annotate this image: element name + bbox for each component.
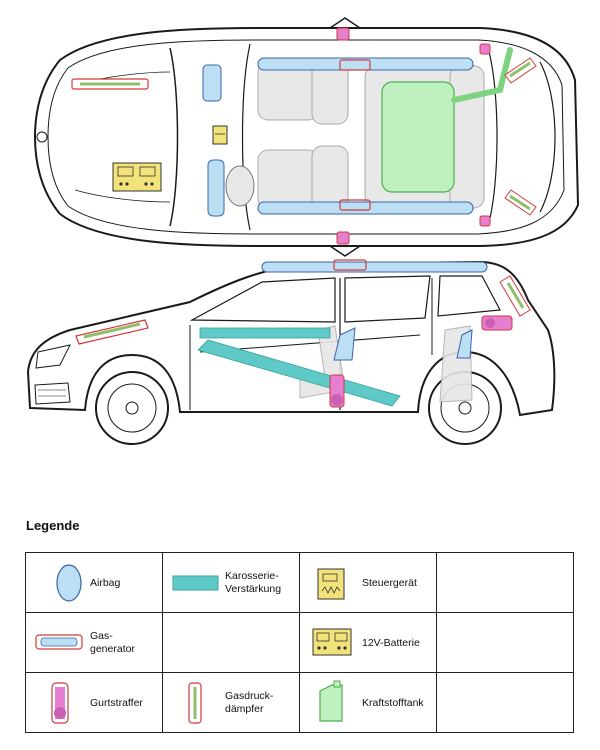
legend-cell-control-unit: Steuergerät [299, 552, 437, 613]
legend-label-fuel-tank: Kraftstofftank [362, 697, 424, 709]
legend-label-gas-damper-1: Gasdruck- [225, 690, 274, 702]
legend-label-battery: 12V-Batterie [362, 637, 420, 649]
legend-cell-body-reinforcement: Karosserie- Verstärkung [162, 552, 300, 613]
fuel-tank-top [381, 47, 513, 193]
reinforcement-icon [172, 575, 219, 591]
legend-label-belt-tensioner: Gurtstraffer [90, 697, 143, 709]
legend-label-body-reinforcement-2: Verstärkung [225, 583, 282, 595]
body-reinforcements-side [197, 327, 401, 407]
legend-cell-empty-4 [436, 672, 574, 733]
legend-cell-battery: 12V-Batterie [299, 612, 437, 673]
legend-title: Legende [26, 518, 80, 533]
airbag-icon [56, 564, 82, 602]
legend-cell-fuel-tank: Kraftstofftank [299, 672, 437, 733]
battery-icon [312, 628, 352, 656]
belt-tensioners-side [329, 315, 513, 408]
legend-label-body-reinforcement-1: Karosserie- [225, 570, 279, 582]
fuel-tank-icon [319, 680, 343, 722]
vehicle-rescue-diagram [26, 17, 580, 445]
control-unit-icon [317, 568, 345, 600]
legend-cell-belt-tensioner: Gurtstraffer [25, 672, 163, 733]
legend-label-control-unit: Steuergerät [362, 577, 417, 589]
legend-table: Airbag Karosserie- Verstärkung Steuerger… [25, 552, 574, 733]
gas-dampers-top [504, 57, 537, 216]
curtain-airbag-top-lower [257, 201, 474, 215]
gas-damper-icon [188, 682, 202, 724]
legend-cell-gas-damper: Gasdruck- dämpfer [162, 672, 300, 733]
gas-generator-icon [35, 634, 83, 650]
legend-label-gas-generator-1: Gas- [90, 630, 113, 642]
front-wheel [95, 371, 169, 445]
legend-cell-airbag: Airbag [25, 552, 163, 613]
car-side-view [26, 259, 556, 445]
control-unit-top [212, 125, 228, 145]
driver-airbag-top [207, 159, 225, 217]
legend-label-airbag: Airbag [90, 577, 121, 589]
belt-tensioner-icon [51, 682, 69, 724]
legend-label-gas-damper-2: dämpfer [225, 703, 264, 715]
curtain-airbag-side [261, 261, 488, 273]
car-top-view [33, 17, 580, 257]
legend-cell-empty-3 [436, 612, 574, 673]
legend-label-gas-generator-2: generator [90, 643, 135, 655]
battery-top [112, 162, 162, 192]
passenger-airbag-top [202, 64, 222, 102]
legend-cell-empty-2 [162, 612, 300, 673]
legend-cell-gas-generator: Gas- generator [25, 612, 163, 673]
legend-cell-empty-1 [436, 552, 574, 613]
